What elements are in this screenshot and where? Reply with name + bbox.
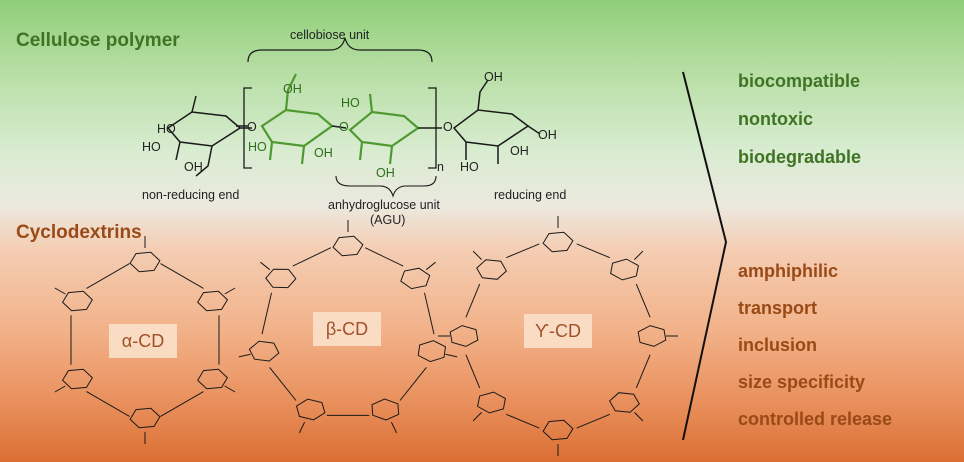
atom-label: HO [142, 140, 161, 154]
alpha-cd-ring [54, 236, 236, 444]
reducing-ring [452, 79, 541, 164]
atom-label: OH [283, 82, 302, 96]
reducing-end-label: reducing end [494, 188, 567, 202]
property-item: biodegradable [738, 147, 862, 167]
gamma-cd-ring [438, 216, 678, 456]
atom-label: OH [510, 144, 529, 158]
atom-label: O [339, 120, 349, 134]
cellulose-properties: biocompatible nontoxic biodegradable [738, 72, 861, 186]
agu-label: anhydroglucose unit [328, 198, 440, 212]
atom-label: HO [341, 96, 360, 110]
cyclodextrins-title: Cyclodextrins [16, 222, 142, 243]
atom-label: OH [484, 70, 503, 84]
atom-label: HO [157, 122, 176, 136]
atom-label: OH [376, 166, 395, 180]
gamma-cd-label: ϒ-CD [524, 314, 592, 348]
property-item: amphiphilic [738, 261, 839, 281]
atom-label: OH [538, 128, 557, 142]
property-item: size specificity [738, 372, 866, 392]
agu-abbrev: (AGU) [370, 213, 406, 227]
cellobiose-brace [247, 37, 433, 63]
atom-label: OH [184, 160, 203, 174]
atom-label: O [247, 120, 257, 134]
atom-label: O [443, 120, 453, 134]
property-item: biocompatible [738, 71, 861, 91]
nonreducing-ring [166, 95, 252, 177]
chevron-divider-icon [682, 71, 728, 441]
atom-label: HO [248, 140, 267, 154]
beta-cd-label: β-CD [313, 312, 381, 346]
beta-cd-ring [238, 220, 458, 434]
property-item: controlled release [738, 409, 893, 429]
cyclodextrin-properties: amphiphilic transport inclusion size spe… [738, 262, 892, 447]
non-reducing-end-label: non-reducing end [142, 188, 240, 202]
property-item: transport [738, 298, 818, 318]
property-item: nontoxic [738, 109, 813, 129]
atom-label: OH [314, 146, 333, 160]
cellobiose-unit-label: cellobiose unit [290, 28, 370, 42]
agu-brace [335, 175, 437, 198]
property-item: inclusion [738, 335, 818, 355]
repeat-n: n [437, 160, 444, 174]
atom-label: HO [460, 160, 479, 174]
alpha-cd-label: α-CD [109, 324, 177, 358]
cellulose-title: Cellulose polymer [16, 30, 180, 51]
